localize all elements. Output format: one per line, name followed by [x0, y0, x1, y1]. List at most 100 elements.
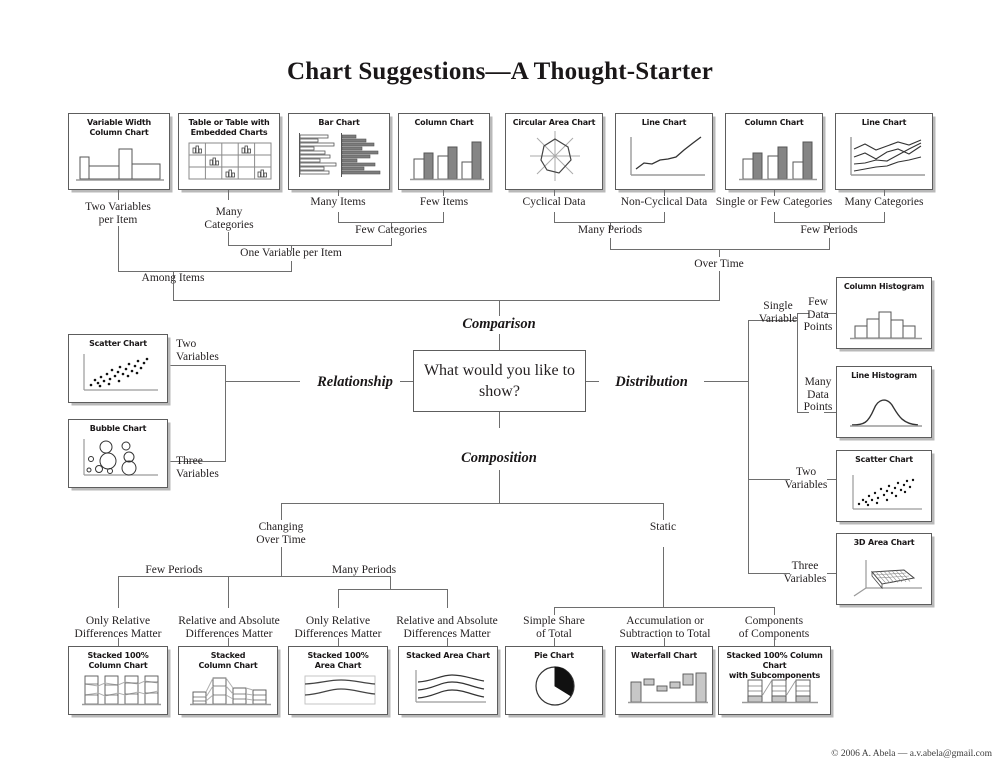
connector [797, 313, 809, 314]
connector [829, 238, 830, 250]
chart-card-column-chart-time[interactable]: Column Chart [725, 113, 823, 190]
card-caption: Line Chart [641, 118, 687, 127]
label-single-variable: Single Variable [758, 300, 798, 325]
connector [447, 638, 448, 647]
connector [338, 190, 339, 196]
card-caption: Line Histogram [851, 371, 917, 380]
connector [748, 320, 749, 574]
connector [554, 607, 774, 608]
connector [447, 589, 448, 608]
connector [118, 638, 119, 647]
connector [704, 381, 749, 382]
connector [391, 238, 392, 246]
connector [664, 212, 665, 223]
chart-card-stacked-100-area[interactable]: Stacked 100% Area Chart [288, 646, 388, 715]
connector [281, 503, 663, 504]
chart-card-variable-width-column[interactable]: Variable Width Column Chart [68, 113, 170, 190]
label-relationship-two-variables: Two Variables [176, 338, 219, 363]
chart-card-3d-area[interactable]: 3D Area Chart [836, 533, 932, 605]
card-caption: Scatter Chart [855, 455, 913, 464]
label-among-items: Among Items [141, 272, 205, 284]
connector [338, 589, 339, 608]
label-comp-only-relative-2: Only Relative Differences Matter [294, 615, 382, 640]
category-label-comparison: Comparison [462, 316, 536, 332]
connector [228, 576, 282, 577]
chart-card-column-chart[interactable]: Column Chart [398, 113, 490, 190]
connector [824, 412, 836, 413]
label-non-cyclical-data: Non-Cyclical Data [620, 196, 708, 208]
card-caption: Pie Chart [534, 651, 574, 660]
connector [499, 412, 500, 428]
connector [225, 365, 226, 462]
chart-card-stacked-column[interactable]: Stacked Column Chart [178, 646, 278, 715]
chart-card-bar-chart[interactable]: Bar Chart [288, 113, 390, 190]
chart-card-waterfall[interactable]: Waterfall Chart [615, 646, 713, 715]
connector [824, 313, 836, 314]
connector [827, 479, 836, 480]
chart-card-stacked-100-column[interactable]: Stacked 100% Column Chart [68, 646, 168, 715]
card-caption: Table or Table with Embedded Charts [188, 118, 270, 137]
connector [797, 313, 798, 413]
connector [118, 190, 119, 200]
connector [610, 249, 830, 250]
connector [586, 381, 599, 382]
label-many-categories: Many Categories [204, 206, 254, 231]
connector [610, 222, 611, 229]
connector [748, 479, 790, 480]
chart-card-circular-area[interactable]: Circular Area Chart [505, 113, 603, 190]
label-composition-few-periods: Few Periods [145, 564, 203, 576]
connector [228, 232, 229, 246]
connector [499, 470, 500, 503]
card-caption: Variable Width Column Chart [87, 118, 151, 137]
chart-card-column-histogram[interactable]: Column Histogram [836, 277, 932, 349]
label-distribution-two-variables: Two Variables [784, 466, 828, 491]
connector [663, 503, 664, 520]
connector [281, 547, 282, 577]
label-many-data-points: Many Data Points [803, 376, 833, 413]
chart-card-line-chart[interactable]: Line Chart [615, 113, 713, 190]
chart-card-pie[interactable]: Pie Chart [505, 646, 603, 715]
stacked-100-column-art [74, 670, 162, 710]
label-few-categories: Few Categories [355, 224, 427, 236]
connector [391, 222, 392, 229]
chart-card-line-histogram[interactable]: Line Histogram [836, 366, 932, 438]
category-label-relationship: Relationship [317, 374, 393, 390]
card-caption: Line Chart [861, 118, 907, 127]
connector [228, 576, 229, 608]
connector [663, 547, 664, 608]
chart-card-bubble[interactable]: Bubble Chart [68, 419, 168, 488]
chart-card-scatter-relationship[interactable]: Scatter Chart [68, 334, 168, 403]
label-changing-over-time: Changing Over Time [256, 521, 306, 546]
stacked-column-art [184, 670, 272, 710]
chart-card-stacked-100-subcomponents[interactable]: Stacked 100% Column Chart with Subcompon… [718, 646, 831, 715]
connector [774, 190, 775, 196]
card-caption: Column Histogram [843, 282, 925, 291]
chart-card-scatter-distribution[interactable]: Scatter Chart [836, 450, 932, 522]
hub-question-box[interactable]: What would you like to show? [413, 350, 586, 412]
label-comp-rel-abs-1: Relative and Absolute Differences Matter [178, 615, 280, 640]
label-simple-share-of-total: Simple Share of Total [523, 615, 585, 640]
card-caption: Waterfall Chart [630, 651, 698, 660]
connector [390, 576, 391, 590]
label-over-time: Over Time [694, 258, 744, 270]
chart-card-table-embedded[interactable]: Table or Table with Embedded Charts [178, 113, 280, 190]
connector [774, 607, 775, 615]
label-many-categories-time: Many Categories [844, 196, 924, 208]
card-caption: Stacked 100% Column Chart with Subcompon… [726, 651, 823, 680]
connector [554, 607, 555, 615]
connector [228, 245, 392, 246]
stacked-area-art [404, 666, 492, 710]
chart-card-line-chart-many[interactable]: Line Chart [835, 113, 933, 190]
pie-art [511, 664, 597, 710]
copyright-credit: © 2006 A. Abela — a.v.abela@gmail.com [831, 749, 992, 759]
bar-chart-art [294, 129, 384, 185]
connector [554, 638, 555, 647]
label-composition-many-periods: Many Periods [331, 564, 397, 576]
label-two-variables-per-item: Two Variables per Item [85, 201, 151, 226]
bubble-art [74, 435, 162, 483]
connector [118, 226, 119, 272]
chart-card-stacked-area[interactable]: Stacked Area Chart [398, 646, 498, 715]
label-relationship-three-variables: Three Variables [176, 455, 219, 480]
connector [225, 381, 300, 382]
